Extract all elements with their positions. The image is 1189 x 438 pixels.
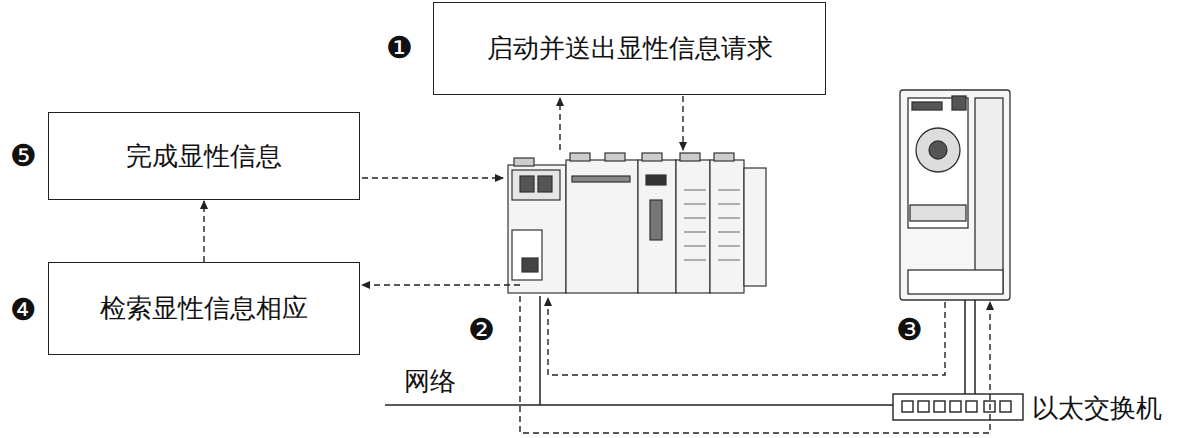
drive-unit (900, 90, 1010, 300)
process-box: 检索显性信息相应 (48, 262, 360, 355)
process-box: 启动并送出显性信息请求 (433, 2, 826, 95)
box-text: 完成显性信息 (126, 139, 282, 174)
network-wire (385, 296, 975, 405)
part-label: 网络 (402, 364, 458, 399)
ethernet-switch (893, 394, 1023, 420)
box-text: 检索显性信息相应 (100, 291, 308, 326)
callout-number: ❷ (466, 312, 497, 347)
process-box: 完成显性信息 (48, 112, 360, 200)
callout-number: ❺ (8, 138, 39, 173)
message-flow (362, 96, 990, 433)
flow-arrow (203, 201, 204, 262)
callout-number: ❶ (384, 30, 415, 65)
callout-number: ❹ (8, 292, 39, 327)
callout-number: ❸ (894, 312, 925, 347)
plc-rack (508, 153, 766, 293)
part-label: 以太交换机 (1030, 391, 1164, 426)
box-text: 启动并送出显性信息请求 (487, 31, 773, 66)
